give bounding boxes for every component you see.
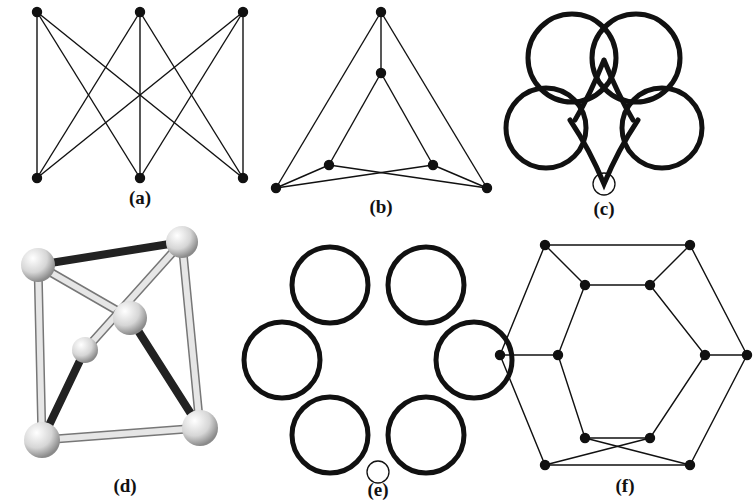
panel-label: (e): [367, 480, 388, 499]
panel-label: (a): [129, 188, 151, 207]
knot-e: [244, 247, 512, 483]
knot-c: [506, 14, 702, 195]
graph-a: [33, 8, 248, 183]
graph-f: [496, 241, 752, 470]
graph-b: [272, 8, 492, 193]
ball-and-stick-d: [21, 226, 218, 458]
panel-label: (b): [369, 197, 392, 216]
panel-label: (c): [593, 199, 614, 218]
panel-label: (d): [113, 476, 136, 495]
panel-label: (f): [616, 476, 635, 495]
